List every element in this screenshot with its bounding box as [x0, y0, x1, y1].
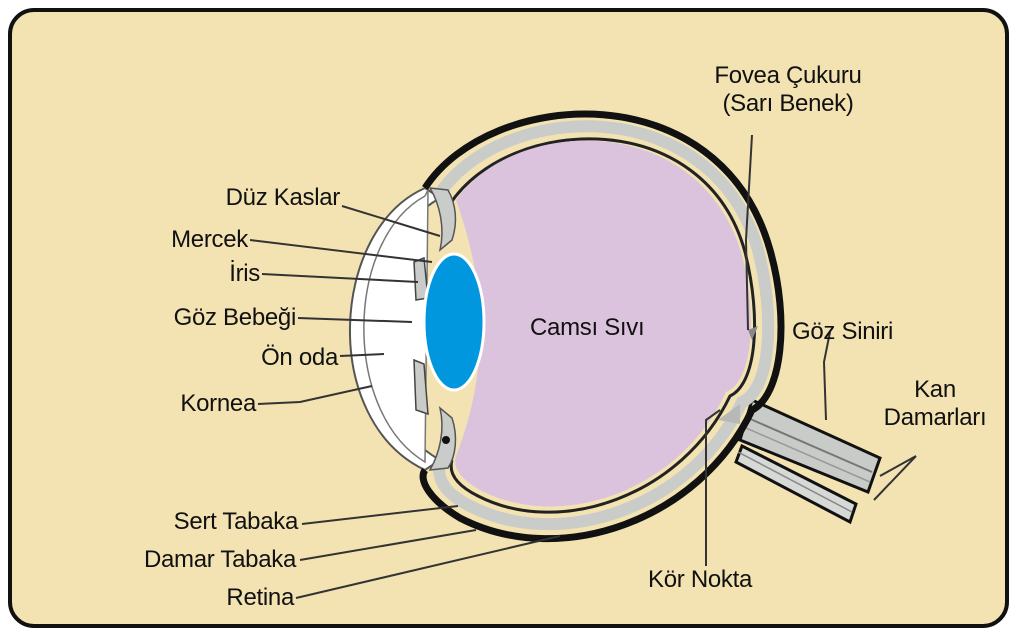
leader-retina [296, 536, 560, 598]
leader-kan-1 [880, 456, 916, 476]
label-goz-bebegi: Göz Bebeği [124, 304, 296, 332]
leader-sert-tabaka [302, 506, 458, 524]
label-kan-line1: Kan [870, 376, 1000, 404]
label-kan-damarlari: Kan Damarları [870, 376, 1000, 432]
label-fovea-line2: (Sarı Benek) [688, 90, 888, 118]
label-retina: Retina [150, 584, 294, 612]
leader-kornea [258, 386, 372, 404]
lens [424, 254, 484, 390]
leader-kan-2 [874, 456, 916, 500]
label-kornea: Kornea [126, 390, 256, 418]
label-iris: İris [176, 260, 260, 288]
label-kor-nokta: Kör Nokta [648, 566, 752, 594]
label-fovea-line1: Fovea Çukuru [688, 62, 888, 90]
label-duz-kaslar: Düz Kaslar [168, 184, 340, 212]
label-on-oda: Ön oda [218, 344, 338, 372]
label-camsi-sivi: Camsı Sıvı [530, 314, 644, 342]
label-fovea: Fovea Çukuru (Sarı Benek) [688, 62, 888, 118]
label-sert-tabaka: Sert Tabaka [100, 508, 298, 536]
label-kan-line2: Damarları [870, 404, 1000, 432]
leader-damar-tabaka [300, 530, 476, 560]
label-damar-tabaka: Damar Tabaka [60, 546, 296, 574]
optic-nerve [740, 400, 880, 492]
label-mercek: Mercek [120, 226, 248, 254]
label-goz-siniri: Göz Siniri [792, 318, 893, 346]
canal-dot [442, 436, 450, 444]
